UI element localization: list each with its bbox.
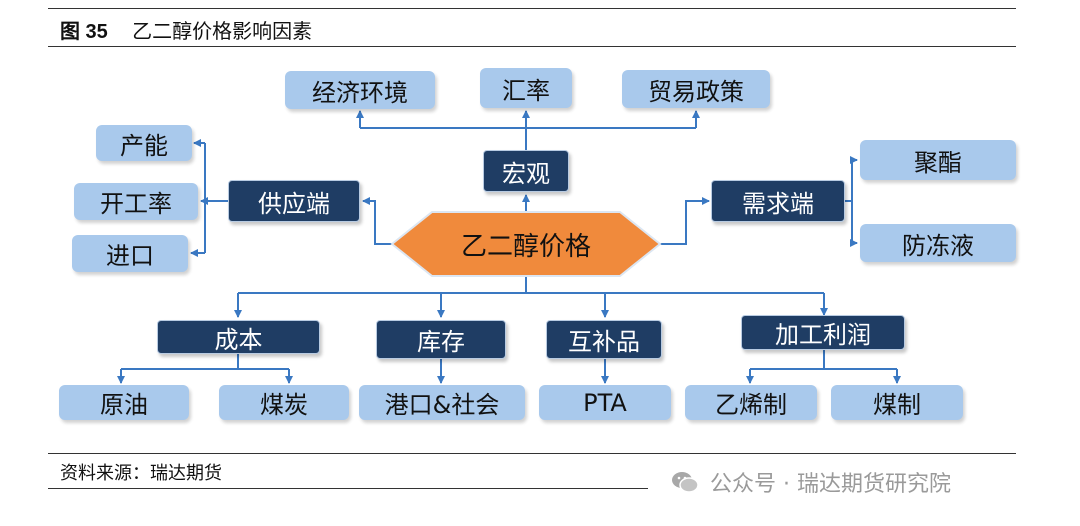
connector-center-demand	[660, 197, 710, 245]
watermark: 公众号 · 瑞达期货研究院	[670, 466, 951, 498]
footer-bottom-rule	[48, 488, 648, 489]
title-rule	[48, 46, 1016, 47]
node-economy: 经济环境	[285, 71, 435, 109]
top-rule	[48, 8, 1016, 9]
footer-top-rule	[48, 453, 1016, 454]
node-processing-profit: 加工利润	[741, 315, 905, 350]
node-supply: 供应端	[228, 180, 360, 222]
node-crude-oil: 原油	[59, 385, 189, 420]
figure-title: 图 35 乙二醇价格影响因素	[60, 15, 312, 44]
connector-center-supply	[362, 197, 392, 245]
node-complement: 互补品	[546, 320, 662, 359]
node-trade-policy: 贸易政策	[622, 70, 770, 108]
node-exchange-rate: 汇率	[480, 68, 572, 108]
source-note: 资料来源：瑞达期货	[60, 463, 222, 484]
node-pta: PTA	[539, 385, 671, 420]
node-utilization: 开工率	[74, 183, 198, 220]
node-import: 进口	[72, 235, 188, 272]
node-antifreeze: 防冻液	[860, 224, 1016, 262]
node-port-social: 港口&社会	[359, 385, 525, 420]
node-capacity: 产能	[96, 125, 192, 161]
node-coal-based: 煤制	[831, 385, 963, 420]
node-polyester: 聚酯	[860, 140, 1016, 180]
watermark-text: 公众号 · 瑞达期货研究院	[710, 472, 951, 497]
figure-number: 图 35	[60, 21, 108, 43]
wechat-icon	[672, 472, 699, 493]
node-inventory: 库存	[376, 320, 506, 359]
center-node-label: 乙二醇价格	[460, 231, 591, 262]
node-macro: 宏观	[483, 150, 569, 192]
center-hexagon	[390, 211, 662, 277]
figure-title-text: 乙二醇价格影响因素	[132, 19, 313, 43]
node-demand: 需求端	[711, 180, 845, 222]
node-ethylene-based: 乙烯制	[685, 385, 817, 420]
node-coal: 煤炭	[219, 385, 349, 420]
node-cost: 成本	[157, 320, 320, 354]
